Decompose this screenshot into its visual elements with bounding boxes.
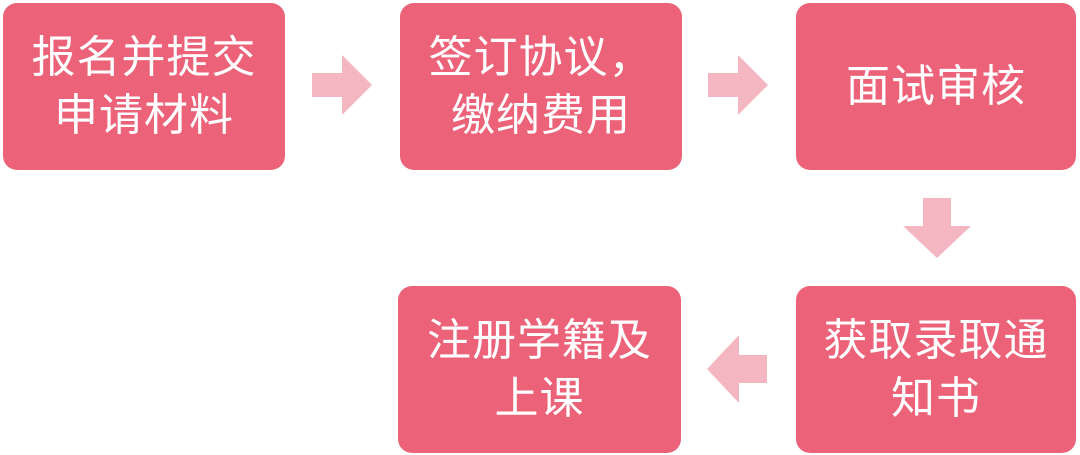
step-box-apply: 报名并提交 申请材料 bbox=[3, 3, 285, 170]
step-label-admission-notice: 获取录取通 知书 bbox=[823, 314, 1049, 424]
arrow-right-icon bbox=[312, 55, 372, 115]
step-label-register-classes: 注册学籍及 上课 bbox=[427, 314, 652, 424]
step-label-sign-agreement: 签订协议， 缴纳费用 bbox=[428, 31, 654, 141]
step-box-sign-agreement: 签订协议， 缴纳费用 bbox=[400, 3, 682, 170]
arrow-left-icon bbox=[707, 335, 767, 403]
step-box-interview: 面试审核 bbox=[796, 3, 1076, 170]
step-box-admission-notice: 获取录取通 知书 bbox=[796, 286, 1076, 453]
step-box-register-classes: 注册学籍及 上课 bbox=[398, 286, 681, 453]
step-label-apply: 报名并提交 申请材料 bbox=[31, 31, 257, 141]
step-label-interview: 面试审核 bbox=[846, 60, 1026, 112]
arrow-right-icon bbox=[708, 55, 768, 115]
arrow-down-icon bbox=[903, 198, 971, 258]
